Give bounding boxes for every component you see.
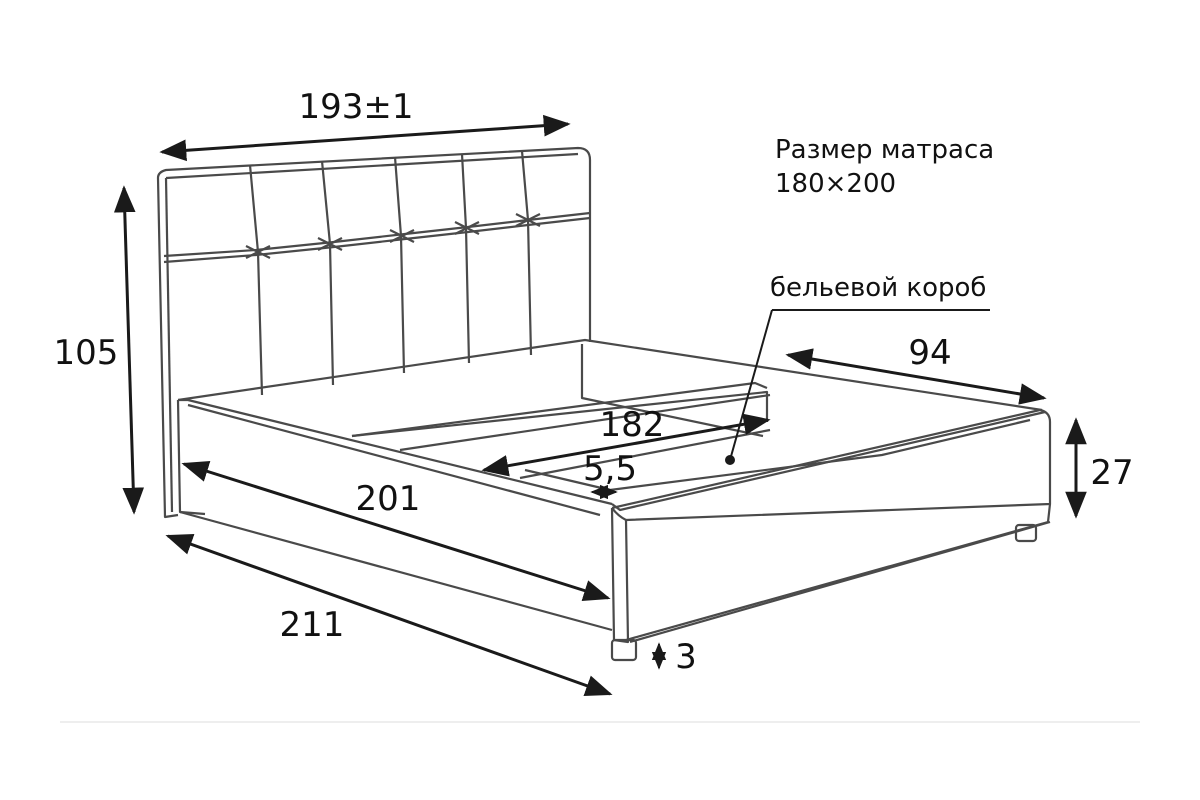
- tuft-star-4: [454, 221, 480, 235]
- headboard-height-arrow: [113, 185, 145, 515]
- leg-right: [1014, 523, 1038, 543]
- tuft-star-2: [317, 237, 343, 251]
- tuft-star-5: [515, 213, 541, 227]
- headboard-outline: [156, 146, 592, 342]
- leg-front: [610, 638, 638, 662]
- box-length-arrow: [481, 413, 771, 477]
- headboard-width-arrow: [159, 114, 571, 162]
- headboard-top-panel-seam-2: [163, 216, 591, 264]
- headboard-height-label: 105: [54, 333, 119, 373]
- frame-foot-right: [625, 503, 1052, 642]
- frame-foot-front: [610, 507, 630, 644]
- overall-length-arrow: [165, 534, 613, 696]
- mattress-caption: Размер матраса: [775, 135, 994, 165]
- mattress-size: 180×200: [775, 169, 896, 199]
- frame-foot-bottom: [629, 520, 1051, 644]
- storage-box-leader-diagonal: [729, 309, 773, 461]
- headboard-left-edge: [156, 177, 179, 519]
- storage-box-leader-dot: [725, 455, 735, 465]
- headboard-inner-left: [164, 177, 174, 513]
- tuft-line-1: [248, 164, 264, 396]
- storage-box-label: бельевой короб: [770, 273, 986, 303]
- inner-length-label: 201: [356, 479, 421, 519]
- tuft-line-4: [460, 153, 471, 364]
- box-length-label: 182: [600, 405, 665, 445]
- headboard-width-label: 193±1: [298, 87, 413, 127]
- box-width-arrow: [785, 348, 1047, 405]
- tuft-line-5: [520, 150, 533, 356]
- headboard: [156, 146, 592, 519]
- dimension-arrows: [113, 114, 1087, 696]
- frame-foot-rail-top: [611, 408, 1052, 522]
- leg-height-label: 3: [675, 637, 697, 677]
- overall-length-label: 211: [280, 605, 345, 645]
- tuft-line-3: [393, 156, 406, 374]
- frame-height-label: 27: [1090, 453, 1133, 493]
- box-width-label: 94: [908, 333, 951, 373]
- frame-foot-top-outer: [611, 410, 1046, 512]
- frame-partition-face: [351, 390, 769, 438]
- frame-partition-top: [351, 381, 768, 438]
- storage-box-leader: [725, 309, 990, 465]
- tuft-line-2: [320, 160, 335, 386]
- tuft-star-3: [389, 229, 415, 243]
- side-thickness-label: 5,5: [583, 449, 637, 489]
- tuft-star-1: [245, 245, 271, 259]
